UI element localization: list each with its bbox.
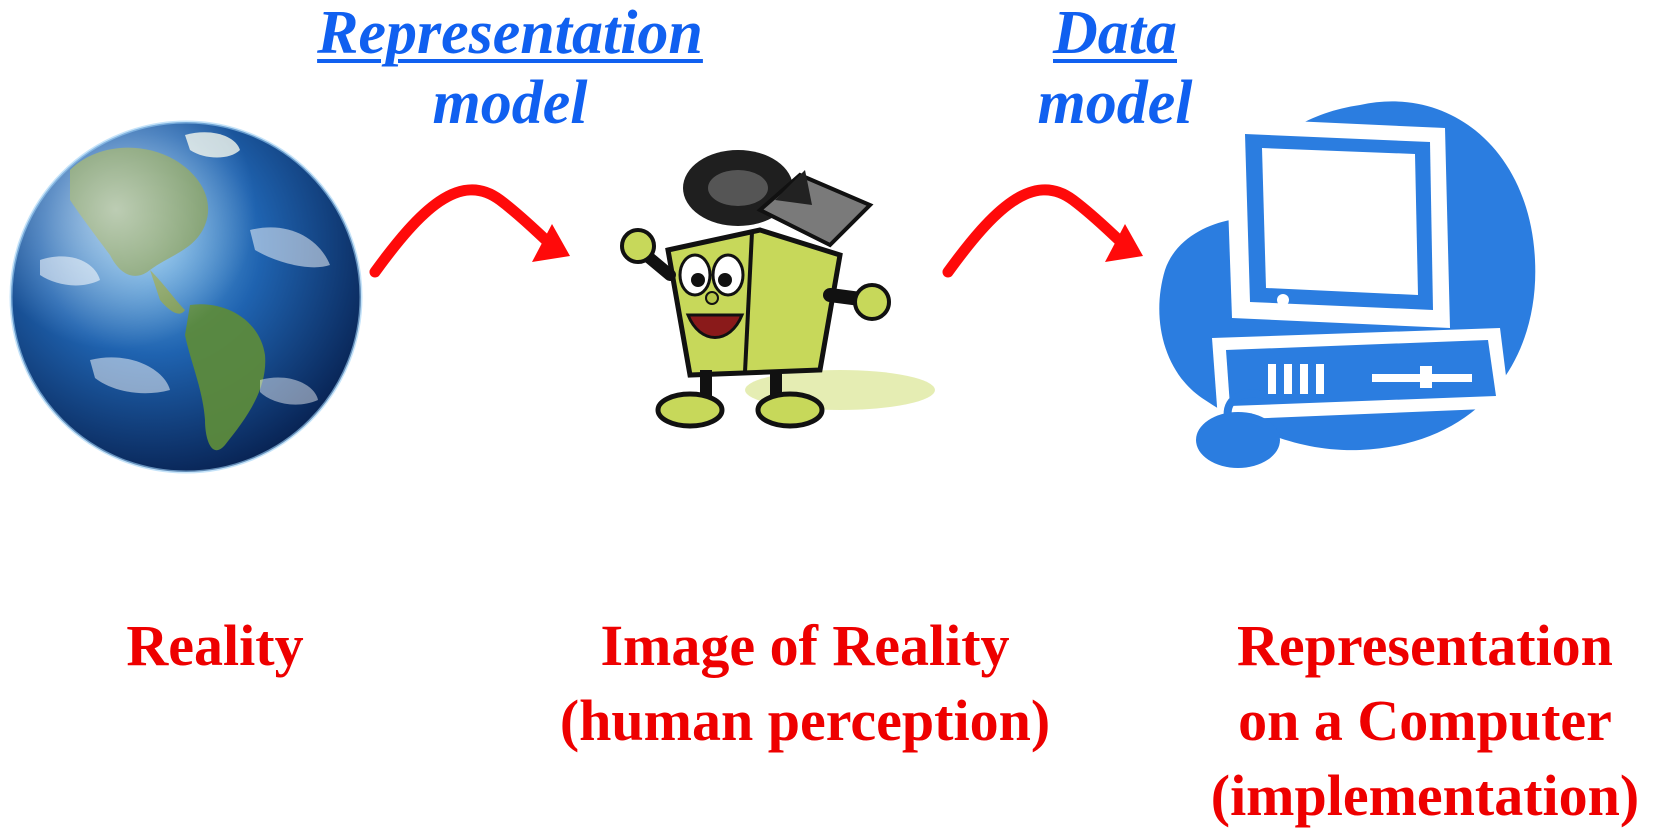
data-model-title: Data bbox=[1053, 0, 1177, 67]
reality-caption: Reality bbox=[70, 608, 360, 683]
computer-caption-line2: on a Computer bbox=[1238, 688, 1612, 753]
representation-model-label: Representation model bbox=[300, 0, 720, 138]
earth-globe-icon bbox=[9, 120, 363, 474]
image-caption-line2: (human perception) bbox=[559, 688, 1051, 753]
computer-caption-line1: Representation bbox=[1237, 613, 1613, 678]
data-model-label: Data model bbox=[1000, 0, 1230, 138]
computer-caption-line3: (implementation) bbox=[1210, 763, 1640, 828]
representation-model-arrow bbox=[369, 184, 570, 278]
image-of-reality-caption: Image of Reality (human perception) bbox=[510, 608, 1100, 758]
computer-representation-caption: Representation on a Computer (implementa… bbox=[1180, 608, 1670, 833]
desktop-computer-icon bbox=[1159, 101, 1536, 468]
box-mascot-icon bbox=[620, 150, 935, 429]
image-caption-line1: Image of Reality bbox=[600, 613, 1010, 678]
data-model-arrow bbox=[942, 184, 1143, 278]
data-model-subtitle: model bbox=[1037, 69, 1193, 137]
reality-caption-line1: Reality bbox=[126, 613, 304, 678]
representation-model-subtitle: model bbox=[432, 69, 588, 137]
representation-model-title: Representation bbox=[317, 0, 703, 67]
